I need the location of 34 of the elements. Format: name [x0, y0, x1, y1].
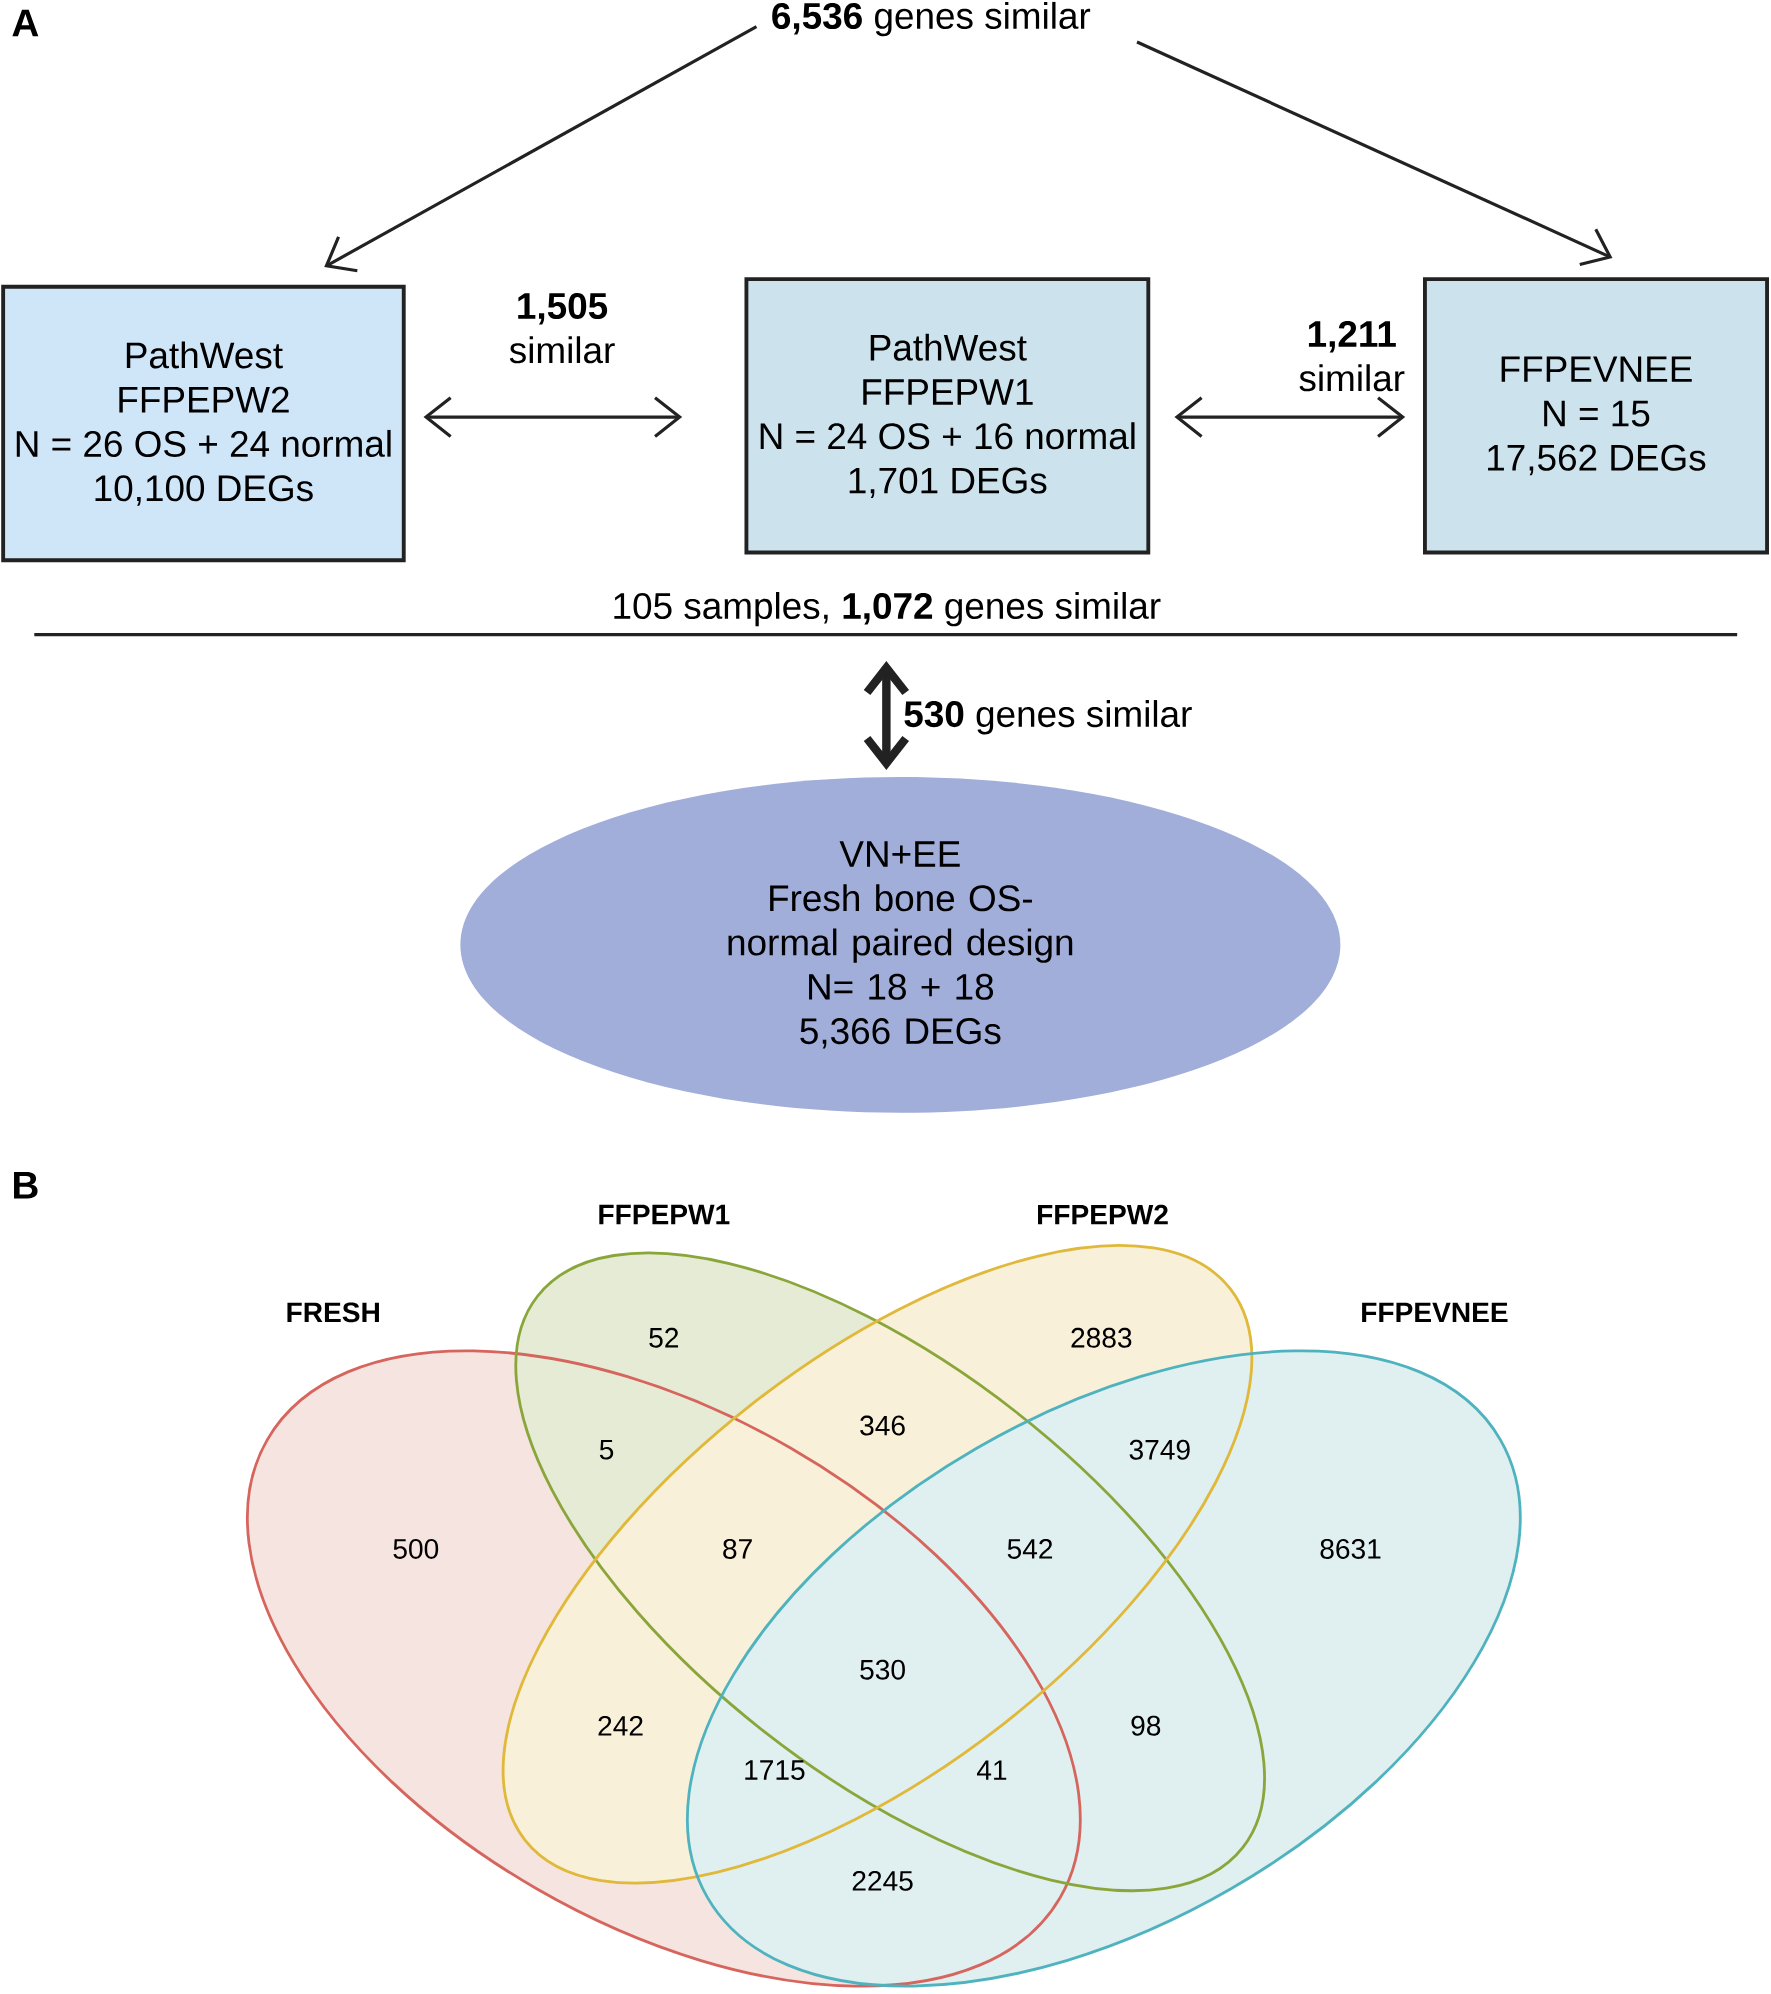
dataset-box: PathWest FFPEPW1 N = 24 OS + 16 normal 1,701 DEGs [744, 277, 1151, 555]
count-number: 2883 [1071, 1327, 1132, 1348]
count-number: 346 [859, 1415, 905, 1436]
dataset-box: PathWest FFPEPW2 N = 26 OS + 24 normal 10,100 DEGs [1, 284, 406, 563]
edge-label: 1,211 similar [1299, 320, 1405, 392]
set-name: FFPEPW2 [1037, 1204, 1168, 1225]
count-number: 52 [649, 1327, 678, 1348]
count-number: 5 [599, 1439, 613, 1460]
set-name: FRESH [287, 1302, 379, 1323]
text-label: 6,536 genes similar [772, 1, 1090, 37]
count-number: 242 [598, 1715, 643, 1736]
arrow [423, 396, 682, 438]
panel-letter: B [13, 1171, 38, 1199]
count-number: 500 [393, 1539, 438, 1559]
count-number: 542 [1007, 1539, 1052, 1559]
count-number: 3749 [1129, 1439, 1190, 1460]
count-number: 41 [976, 1760, 1006, 1780]
count-number: 98 [1131, 1715, 1160, 1736]
set-name: FFPEVNEE [1361, 1302, 1508, 1323]
arrow [1136, 40, 1613, 266]
arrow [1174, 396, 1405, 438]
count-number: 87 [722, 1539, 752, 1559]
count-number: 1715 [745, 1760, 805, 1780]
arrow [324, 25, 758, 273]
arrow [863, 661, 909, 770]
count-number: 8631 [1320, 1539, 1381, 1559]
dataset-box: FFPEVNEE N = 15 17,562 DEGs [1422, 277, 1769, 555]
edge-label: 530 genes similar [904, 700, 1192, 735]
count-number: 530 [860, 1659, 905, 1680]
text-label: 105 samples, 1,072 genes similar [614, 592, 1161, 627]
set-name: FFPEPW1 [599, 1204, 730, 1225]
count-number: 2245 [852, 1870, 913, 1891]
edge-label: 1,505 similar [509, 292, 615, 364]
panel-letter: A [12, 9, 39, 37]
